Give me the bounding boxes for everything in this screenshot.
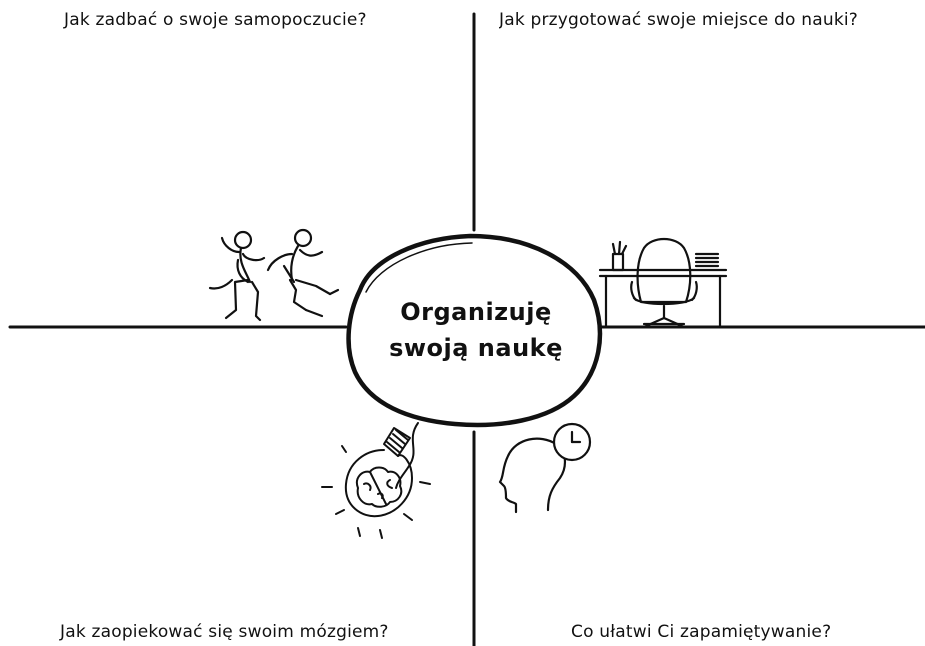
center-title-line-2: swoją naukę	[389, 334, 563, 362]
center-title-line-1: Organizuję	[400, 298, 552, 326]
question-bottom-right: Co ułatwi Ci zapamiętywanie?	[571, 622, 832, 642]
center-blob-inner-stroke	[365, 242, 473, 293]
question-top-right: Jak przygotować swoje miejsce do nauki?	[499, 10, 859, 30]
question-bottom-left: Jak zaopiekować się swoim mózgiem?	[60, 622, 389, 642]
head-clock-icon	[498, 422, 592, 514]
desk-chair-icon	[598, 237, 728, 328]
center-blob	[346, 233, 603, 428]
dancing-people-icon	[208, 228, 340, 322]
brain-lightbulb-icon	[321, 427, 431, 539]
question-top-left: Jak zadbać o swoje samopoczucie?	[64, 10, 367, 30]
